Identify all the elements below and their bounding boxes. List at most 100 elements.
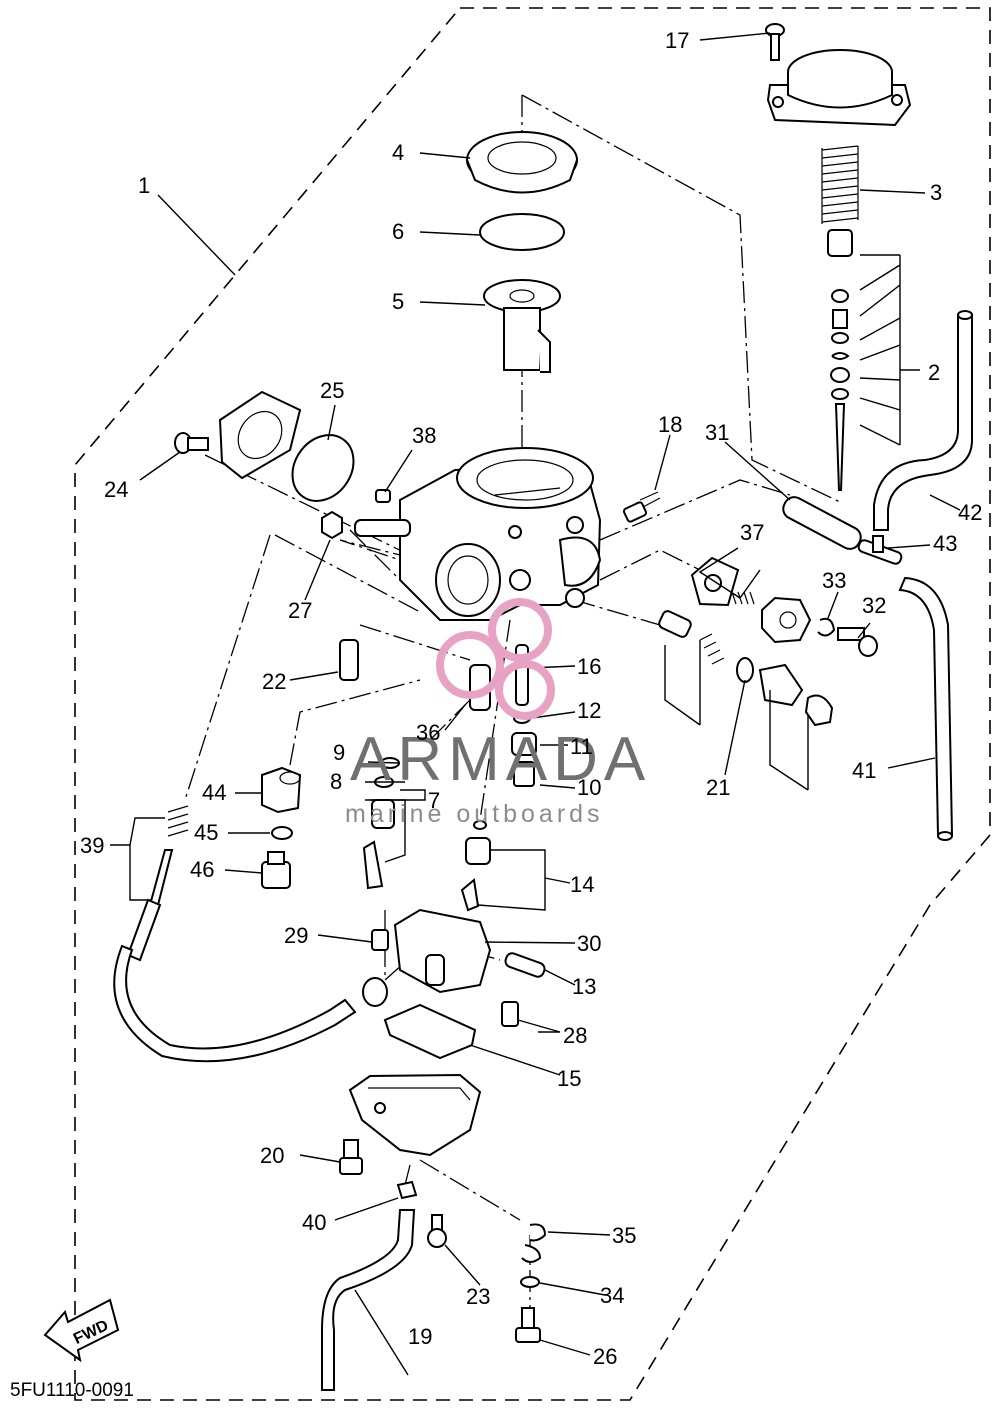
nut-27: [321, 510, 343, 540]
screw-24: [174, 432, 209, 454]
part-label-44: 44: [202, 780, 226, 805]
part-label-24: 24: [104, 477, 128, 502]
needle-kit-2: [827, 229, 853, 491]
screw-7: [362, 799, 395, 890]
part-label-33: 33: [822, 568, 846, 593]
hose-19: [321, 1209, 416, 1391]
tube-31: [782, 496, 862, 550]
clip-33: [817, 617, 836, 637]
jet-10: [513, 761, 535, 787]
part-label-43: 43: [933, 531, 957, 556]
part-label-46: 46: [190, 857, 214, 882]
diaphragm-4: [466, 131, 578, 194]
screw-17: [765, 23, 785, 61]
part-label-34: 34: [600, 1283, 624, 1308]
jet-11: [511, 732, 537, 756]
bracket-44: [261, 766, 302, 814]
pin-13: [504, 952, 546, 978]
part-label-17: 17: [665, 28, 689, 53]
part-label-37: 37: [740, 520, 764, 545]
cap-38: [375, 489, 391, 503]
part-label-23: 23: [466, 1284, 490, 1309]
part-label-7: 7: [428, 788, 440, 813]
part-label-6: 6: [392, 219, 404, 244]
part-label-18: 18: [658, 412, 682, 437]
washer-45: [271, 826, 293, 840]
part-label-31: 31: [705, 420, 729, 445]
watermark-logo-circle: [436, 631, 504, 699]
part-label-21: 21: [706, 775, 730, 800]
hose-41: [898, 576, 954, 841]
watermark-logo-circle: [495, 660, 555, 720]
fitting-43: [857, 535, 903, 565]
leader-lines: [110, 32, 961, 1376]
housing-33: [761, 596, 812, 644]
part-label-40: 40: [302, 1210, 326, 1235]
part-label-20: 20: [260, 1143, 284, 1168]
part-label-32: 32: [862, 593, 886, 618]
part-label-39: 39: [80, 833, 104, 858]
part-label-9: 9: [333, 740, 345, 765]
part-label-26: 26: [593, 1344, 617, 1369]
clamp-40: [396, 1180, 418, 1200]
part-label-11: 11: [570, 734, 593, 759]
screw-23: [427, 1214, 447, 1248]
o-ring-6: [479, 213, 565, 251]
clip-35: [521, 1223, 547, 1263]
fwd-arrow: FWD: [43, 1298, 120, 1363]
gasket-25: [291, 434, 355, 502]
part-label-36: 36: [416, 720, 440, 745]
watermark-tagline: marine outboards: [345, 800, 604, 828]
plug-46: [261, 851, 291, 889]
diagram-code: 5FU1110-0091: [10, 1380, 134, 1401]
part-label-29: 29: [284, 923, 308, 948]
part-label-3: 3: [930, 180, 942, 205]
watermark: ARMADA marine outboards: [345, 598, 651, 828]
watermark-logo-circle: [488, 598, 552, 662]
needle-valve-14: [460, 820, 491, 912]
part-label-8: 8: [330, 769, 342, 794]
watermark-brand: ARMADA: [350, 725, 651, 794]
float-bowl: [348, 1073, 482, 1157]
washer-34: [520, 1276, 540, 1288]
part-labels: 1 2 3 4 5 6 7 8 9 10 11 12 13 14 15 16 1…: [80, 28, 982, 1369]
part-label-25: 25: [320, 378, 344, 403]
part-label-15: 15: [557, 1066, 581, 1091]
float-30: [393, 908, 492, 994]
screw-26: [515, 1307, 541, 1343]
jet-22: [339, 639, 359, 681]
part-label-38: 38: [412, 423, 436, 448]
part-label-41: 41: [852, 758, 876, 783]
part-label-28: 28: [563, 1023, 587, 1048]
part-label-19: 19: [408, 1324, 432, 1349]
part-label-27: 27: [288, 598, 312, 623]
screw-32: [837, 627, 878, 657]
part-label-30: 30: [577, 931, 601, 956]
part-label-5: 5: [392, 289, 404, 314]
screw-28: [501, 1001, 519, 1027]
part-label-1: 1: [138, 173, 150, 198]
part-label-22: 22: [262, 669, 286, 694]
part-label-12: 12: [577, 698, 601, 723]
carburetor-body: [354, 447, 602, 621]
part-label-16: 16: [577, 654, 601, 679]
piston-valve-5: [483, 279, 561, 373]
cable-39: [113, 805, 388, 1063]
part-label-14: 14: [570, 872, 594, 897]
part-label-13: 13: [572, 974, 596, 999]
gasket-15: [383, 1003, 477, 1060]
top-cover: [766, 49, 912, 127]
part-label-4: 4: [392, 140, 404, 165]
part-label-35: 35: [612, 1223, 636, 1248]
screw-20: [339, 1139, 363, 1175]
part-label-2: 2: [928, 360, 940, 385]
part-label-10: 10: [577, 775, 601, 800]
part-label-45: 45: [194, 820, 218, 845]
screw-18: [622, 491, 661, 523]
intake-joint: [218, 390, 302, 480]
spring-3: [821, 145, 859, 224]
part-label-42: 42: [958, 500, 982, 525]
assembly-boundary: [74, 7, 991, 1401]
hose-42: [873, 310, 973, 531]
